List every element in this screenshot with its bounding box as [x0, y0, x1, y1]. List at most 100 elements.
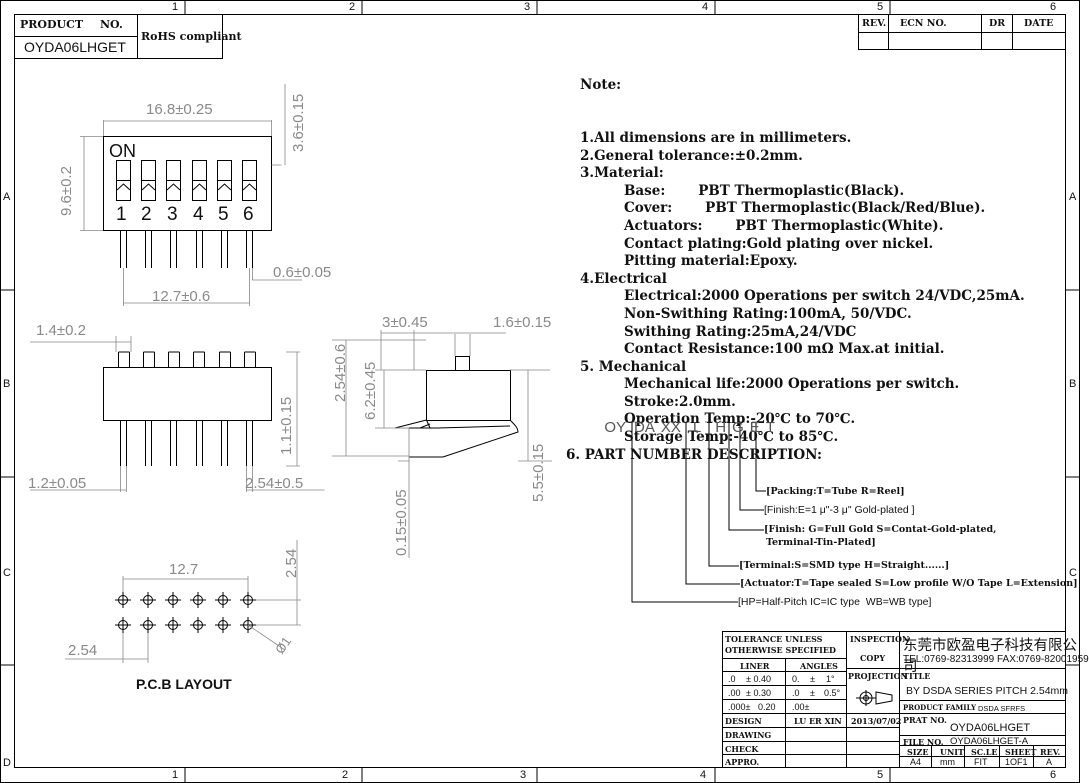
zone-col-4-bottom: 4	[700, 769, 707, 781]
title-block-lines	[722, 631, 1066, 768]
tb-tol-1-e: 0.5°	[824, 688, 841, 698]
tb-scale-label: SC.LE	[971, 747, 998, 757]
dim-total-h: 2.54±0.6	[332, 343, 349, 402]
note-line: Swithing Rating:25mA,24/VDC	[624, 323, 857, 340]
dim-pin-span: 12.7±0.6	[152, 288, 211, 305]
dr-header: DR	[989, 18, 1006, 29]
pn-desc-finish-e: [Finish:E=1 μ"-3 μ" Gold-plated ]	[764, 504, 915, 516]
rohs-label: RoHS compliant	[141, 30, 242, 43]
tb-contact: TEL:0769-82313999 FAX:0769-82001959	[903, 654, 1089, 665]
pn-desc-terminal: [Terminal:S=SMD type H=Straight......]	[739, 560, 950, 571]
tb-sheet-label: SHEET	[1005, 747, 1037, 757]
dim-pitch: 2.54±0.5	[245, 475, 304, 492]
pcb-layout-title: P.C.B LAYOUT	[136, 676, 232, 692]
pn-segment-e: E	[749, 419, 760, 436]
note-line: Base: PBT Thermoplastic(Black).	[624, 182, 905, 199]
tb-appro: APPRO.	[725, 757, 760, 767]
product-number: OYDA06LHGET	[24, 39, 126, 55]
tb-sheet: 1OF1	[1005, 757, 1028, 767]
note-line: 4.Electrical	[580, 270, 667, 287]
tb-scale: FIT	[974, 757, 988, 767]
note-line: Electrical:2000 Operations per switch 24…	[624, 288, 1025, 305]
zone-row-a-right: A	[1069, 191, 1077, 203]
top-dims	[80, 84, 302, 306]
tb-tol-2-a: .000±	[728, 702, 751, 712]
zone-col-1: 1	[172, 1, 179, 13]
zone-col-3: 3	[524, 1, 531, 13]
tb-otherwise: OTHERWISE SPECIFIED	[725, 645, 836, 655]
tb-tolerance: TOLERANCE UNLESS	[725, 634, 823, 644]
top-view	[80, 84, 302, 306]
zone-col-6: 6	[1050, 1, 1057, 13]
pn-segment-h: H	[715, 419, 727, 436]
top-pins	[120, 230, 253, 268]
zone-col-5: 5	[877, 1, 884, 13]
tb-title-label: TITLE	[903, 671, 931, 681]
zone-row-d: D	[3, 757, 11, 769]
zone-col-4: 4	[702, 1, 709, 13]
tb-rev-label: REV.	[1040, 747, 1061, 757]
note-line: Contact Resistance:100 mΩ Max.at initial…	[624, 341, 945, 358]
note-line: 6. PART NUMBER DESCRIPTION:	[566, 446, 822, 463]
pcb-layout	[65, 540, 301, 663]
dim-actuator-height: 3.6±0.15	[290, 93, 307, 152]
notes-title: Note:	[580, 77, 622, 94]
tb-inspection: INSPECTION	[850, 634, 910, 644]
dim-top-height: 9.6±0.2	[58, 166, 75, 216]
pn-segment-t: T	[765, 419, 775, 436]
note-line: Pitting material:Epoxy.	[624, 253, 798, 270]
note-line: 2.General tolerance:±0.2mm.	[580, 147, 803, 164]
note-line: Non-Swithing Rating:100mA, 50/VDC.	[624, 305, 912, 322]
ecn-header: ECN NO.	[900, 18, 947, 29]
switch-number-6: 6	[243, 204, 254, 225]
tb-company: 东莞市欧盈电子科技有限公司	[903, 638, 1077, 675]
part-number-leaders	[625, 421, 766, 603]
dim-actuator-pos: 3±0.45	[382, 314, 428, 331]
tb-family-label: PRODUCT FAMILY	[903, 703, 977, 712]
dim-top-width: 16.8±0.25	[146, 101, 213, 118]
dim-pcb-span: 12.7	[169, 561, 199, 578]
tb-part-value: OYDA06LHGET	[950, 722, 1031, 734]
front-dims	[30, 336, 325, 492]
pn-segment-l: L	[692, 419, 702, 436]
pn-segment-xx: XX	[660, 419, 681, 436]
zone-col-2: 2	[349, 1, 356, 13]
tb-drawing: DRAWING	[725, 730, 772, 740]
tb-design: DESIGN	[725, 716, 762, 726]
dim-pcb-col-pitch: 2.54	[68, 642, 98, 659]
tb-angles: ANGLES	[800, 661, 838, 671]
side-view	[332, 330, 552, 558]
tb-tol-0-e: 1°	[826, 674, 835, 684]
tb-tol-1-c: .0	[792, 688, 800, 698]
tb-tol-2-b: 0.20	[758, 702, 776, 712]
dim-pin-thick: 1.2±0.05	[28, 475, 87, 492]
pcb-holes	[115, 592, 256, 633]
zone-row-c: C	[3, 567, 11, 579]
switch-number-2: 2	[141, 204, 152, 225]
inner-frame	[14, 14, 1066, 768]
pn-desc-finish-g1: [Finish: G=Full Gold S=Contat-Gold-plate…	[764, 524, 997, 535]
zone-col-6-bottom: 6	[1050, 769, 1057, 781]
pcb-dims	[65, 540, 301, 663]
zone-row-a: A	[3, 191, 11, 203]
zone-row-b-right: B	[1069, 378, 1077, 390]
note-line: 5. Mechanical	[580, 358, 687, 375]
dim-pin-width: 0.6±0.05	[273, 264, 332, 281]
tb-copy: COPY	[860, 653, 886, 663]
tb-tol-0-a: .0	[728, 674, 736, 684]
dim-pcb-row-pitch: 2.54	[283, 548, 300, 578]
note-line: 3.Material:	[580, 165, 664, 182]
pn-desc-actuator: [Actuator:T=Tape sealed S=Low profile W/…	[740, 578, 1078, 589]
note-line: Operation Temp:-20℃ to 70℃.	[624, 411, 856, 428]
rev-header: REV.	[862, 18, 887, 29]
tb-tol-2-c: .00±	[792, 702, 810, 712]
dim-body-h: 6.2±0.45	[362, 361, 379, 420]
zone-col-3-bottom: 3	[520, 769, 527, 781]
switch-actuators	[116, 160, 257, 201]
dim-pin-length: 1.1±0.15	[278, 396, 295, 455]
tb-tol-0-b: ± 0.40	[746, 674, 771, 684]
tb-tol-1-b: ± 0.30	[746, 688, 771, 698]
tb-tol-0-d: ±	[810, 674, 815, 684]
